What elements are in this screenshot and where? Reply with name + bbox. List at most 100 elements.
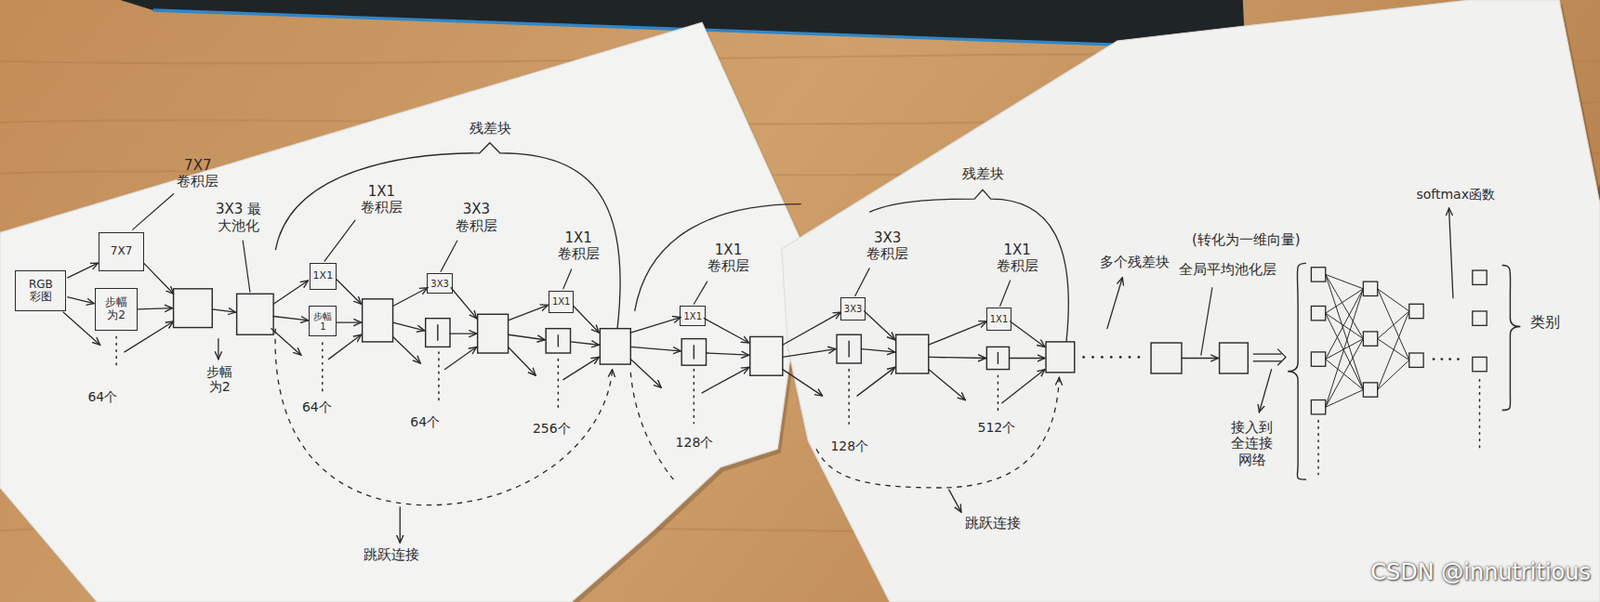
box-text: 3X3 — [430, 278, 450, 290]
callout-label: 256个 — [532, 421, 571, 437]
dot — [1448, 357, 1452, 361]
box-text: 7X7 — [110, 245, 133, 258]
leader-line — [693, 281, 707, 305]
flatten-arrow — [1253, 353, 1283, 355]
dot — [1091, 356, 1095, 359]
neuron — [1362, 281, 1377, 296]
arrow-line — [508, 304, 549, 320]
leader-line — [1201, 288, 1213, 356]
arrow-line — [860, 349, 895, 353]
feature-map-box — [173, 289, 1249, 376]
callout-label: 512个 — [977, 420, 1016, 436]
arrow-line — [701, 367, 749, 393]
fc-connection — [1325, 274, 1410, 408]
leader-line — [132, 194, 1213, 357]
ellipsis-dots — [321, 343, 324, 394]
arrow-line — [782, 349, 836, 358]
residual-brace — [275, 143, 1069, 343]
feature-map-box — [599, 329, 631, 365]
layer-box: 3X3 — [840, 297, 867, 320]
feature-map-box — [362, 299, 394, 343]
arrow-line — [336, 321, 361, 323]
layer-box: 步幅 1 — [308, 305, 337, 337]
feature-map-box — [1219, 343, 1249, 374]
dot — [1137, 356, 1140, 359]
dot — [1440, 357, 1443, 361]
callout-label: 多个残差块 — [1099, 254, 1170, 271]
arrow-line — [124, 321, 174, 353]
residual-brace — [275, 143, 621, 330]
callout-label: 3X3 卷积层 — [865, 230, 911, 264]
callout-label: softmax函数 — [1415, 186, 1495, 202]
arrow-line — [508, 346, 537, 376]
neuron — [1310, 267, 1487, 415]
arrow-line — [864, 311, 896, 341]
callout-label: 3X3 最大池化 — [209, 201, 268, 235]
arrow-line — [144, 263, 174, 294]
neuron — [1310, 267, 1325, 282]
skip-connection — [275, 329, 1059, 506]
callout-label: 跳跃连接 — [363, 547, 420, 564]
arrow-line — [857, 367, 896, 397]
arrow-line — [508, 334, 546, 340]
ellipsis-dots — [693, 370, 696, 424]
arrow-line — [393, 322, 425, 331]
paper-sheet — [0, 22, 803, 602]
arrow-line — [928, 357, 986, 358]
callout-label: 步幅 为2 — [204, 364, 237, 395]
neuron — [1310, 305, 1325, 320]
arrow-line — [782, 312, 842, 345]
dot — [1082, 356, 1460, 361]
arrow-line — [399, 507, 401, 543]
layer-box: 1X1 — [679, 305, 706, 327]
arrow-line — [1002, 370, 1045, 404]
callout-label: 残差块 — [469, 120, 512, 137]
box-text: 1X1 — [313, 270, 334, 282]
dot — [1110, 356, 1113, 359]
arrow-line — [928, 321, 988, 345]
callout-label: 64个 — [302, 399, 332, 415]
arrow-line — [393, 288, 428, 307]
flatten-arrow — [1253, 360, 1283, 362]
layer-box: 3X3 — [426, 273, 453, 294]
residual-brace — [634, 204, 802, 312]
neuron — [1409, 353, 1424, 368]
arrow-line — [1258, 370, 1271, 413]
leader-line — [1000, 280, 1011, 306]
feature-map-box — [1045, 342, 1075, 373]
callout-label: 3X3 卷积层 — [453, 201, 499, 235]
ellipsis-dots — [557, 359, 560, 410]
ellipsis-dots — [1317, 421, 1320, 476]
neuron — [1409, 304, 1424, 318]
arrow-line — [630, 359, 662, 389]
dot — [1119, 356, 1123, 359]
flatten-arrow — [1277, 349, 1286, 367]
fc-connection — [1325, 274, 1410, 408]
dot — [1082, 356, 1085, 359]
ellipsis-dots — [437, 352, 440, 404]
leader-line — [242, 240, 251, 292]
curly-bracket — [1287, 263, 1307, 480]
leader-line — [440, 240, 458, 272]
arrow-line — [570, 342, 600, 345]
arrow-line — [630, 317, 681, 333]
callout-label: 128个 — [830, 438, 869, 454]
arrow-line — [211, 309, 236, 313]
arrow-line — [273, 280, 308, 305]
callout-label: 1X1 卷积层 — [994, 242, 1040, 276]
leader-line — [563, 269, 572, 290]
flatten-arrow — [1253, 349, 1286, 367]
callout-label: 类别 — [1530, 314, 1561, 331]
dot — [1100, 356, 1104, 359]
ellipsis-dots — [997, 375, 1000, 414]
arrow-line — [1010, 321, 1045, 347]
callout-label: 64个 — [409, 414, 440, 430]
layer-box: 1X1 — [309, 263, 338, 291]
box-text: 1X1 — [990, 314, 1009, 325]
arrow-line — [1009, 357, 1045, 359]
feature-map-box — [237, 293, 275, 335]
arrow-line — [328, 334, 361, 359]
box-text: 1X1 — [683, 311, 702, 322]
arrow-line — [703, 318, 749, 344]
